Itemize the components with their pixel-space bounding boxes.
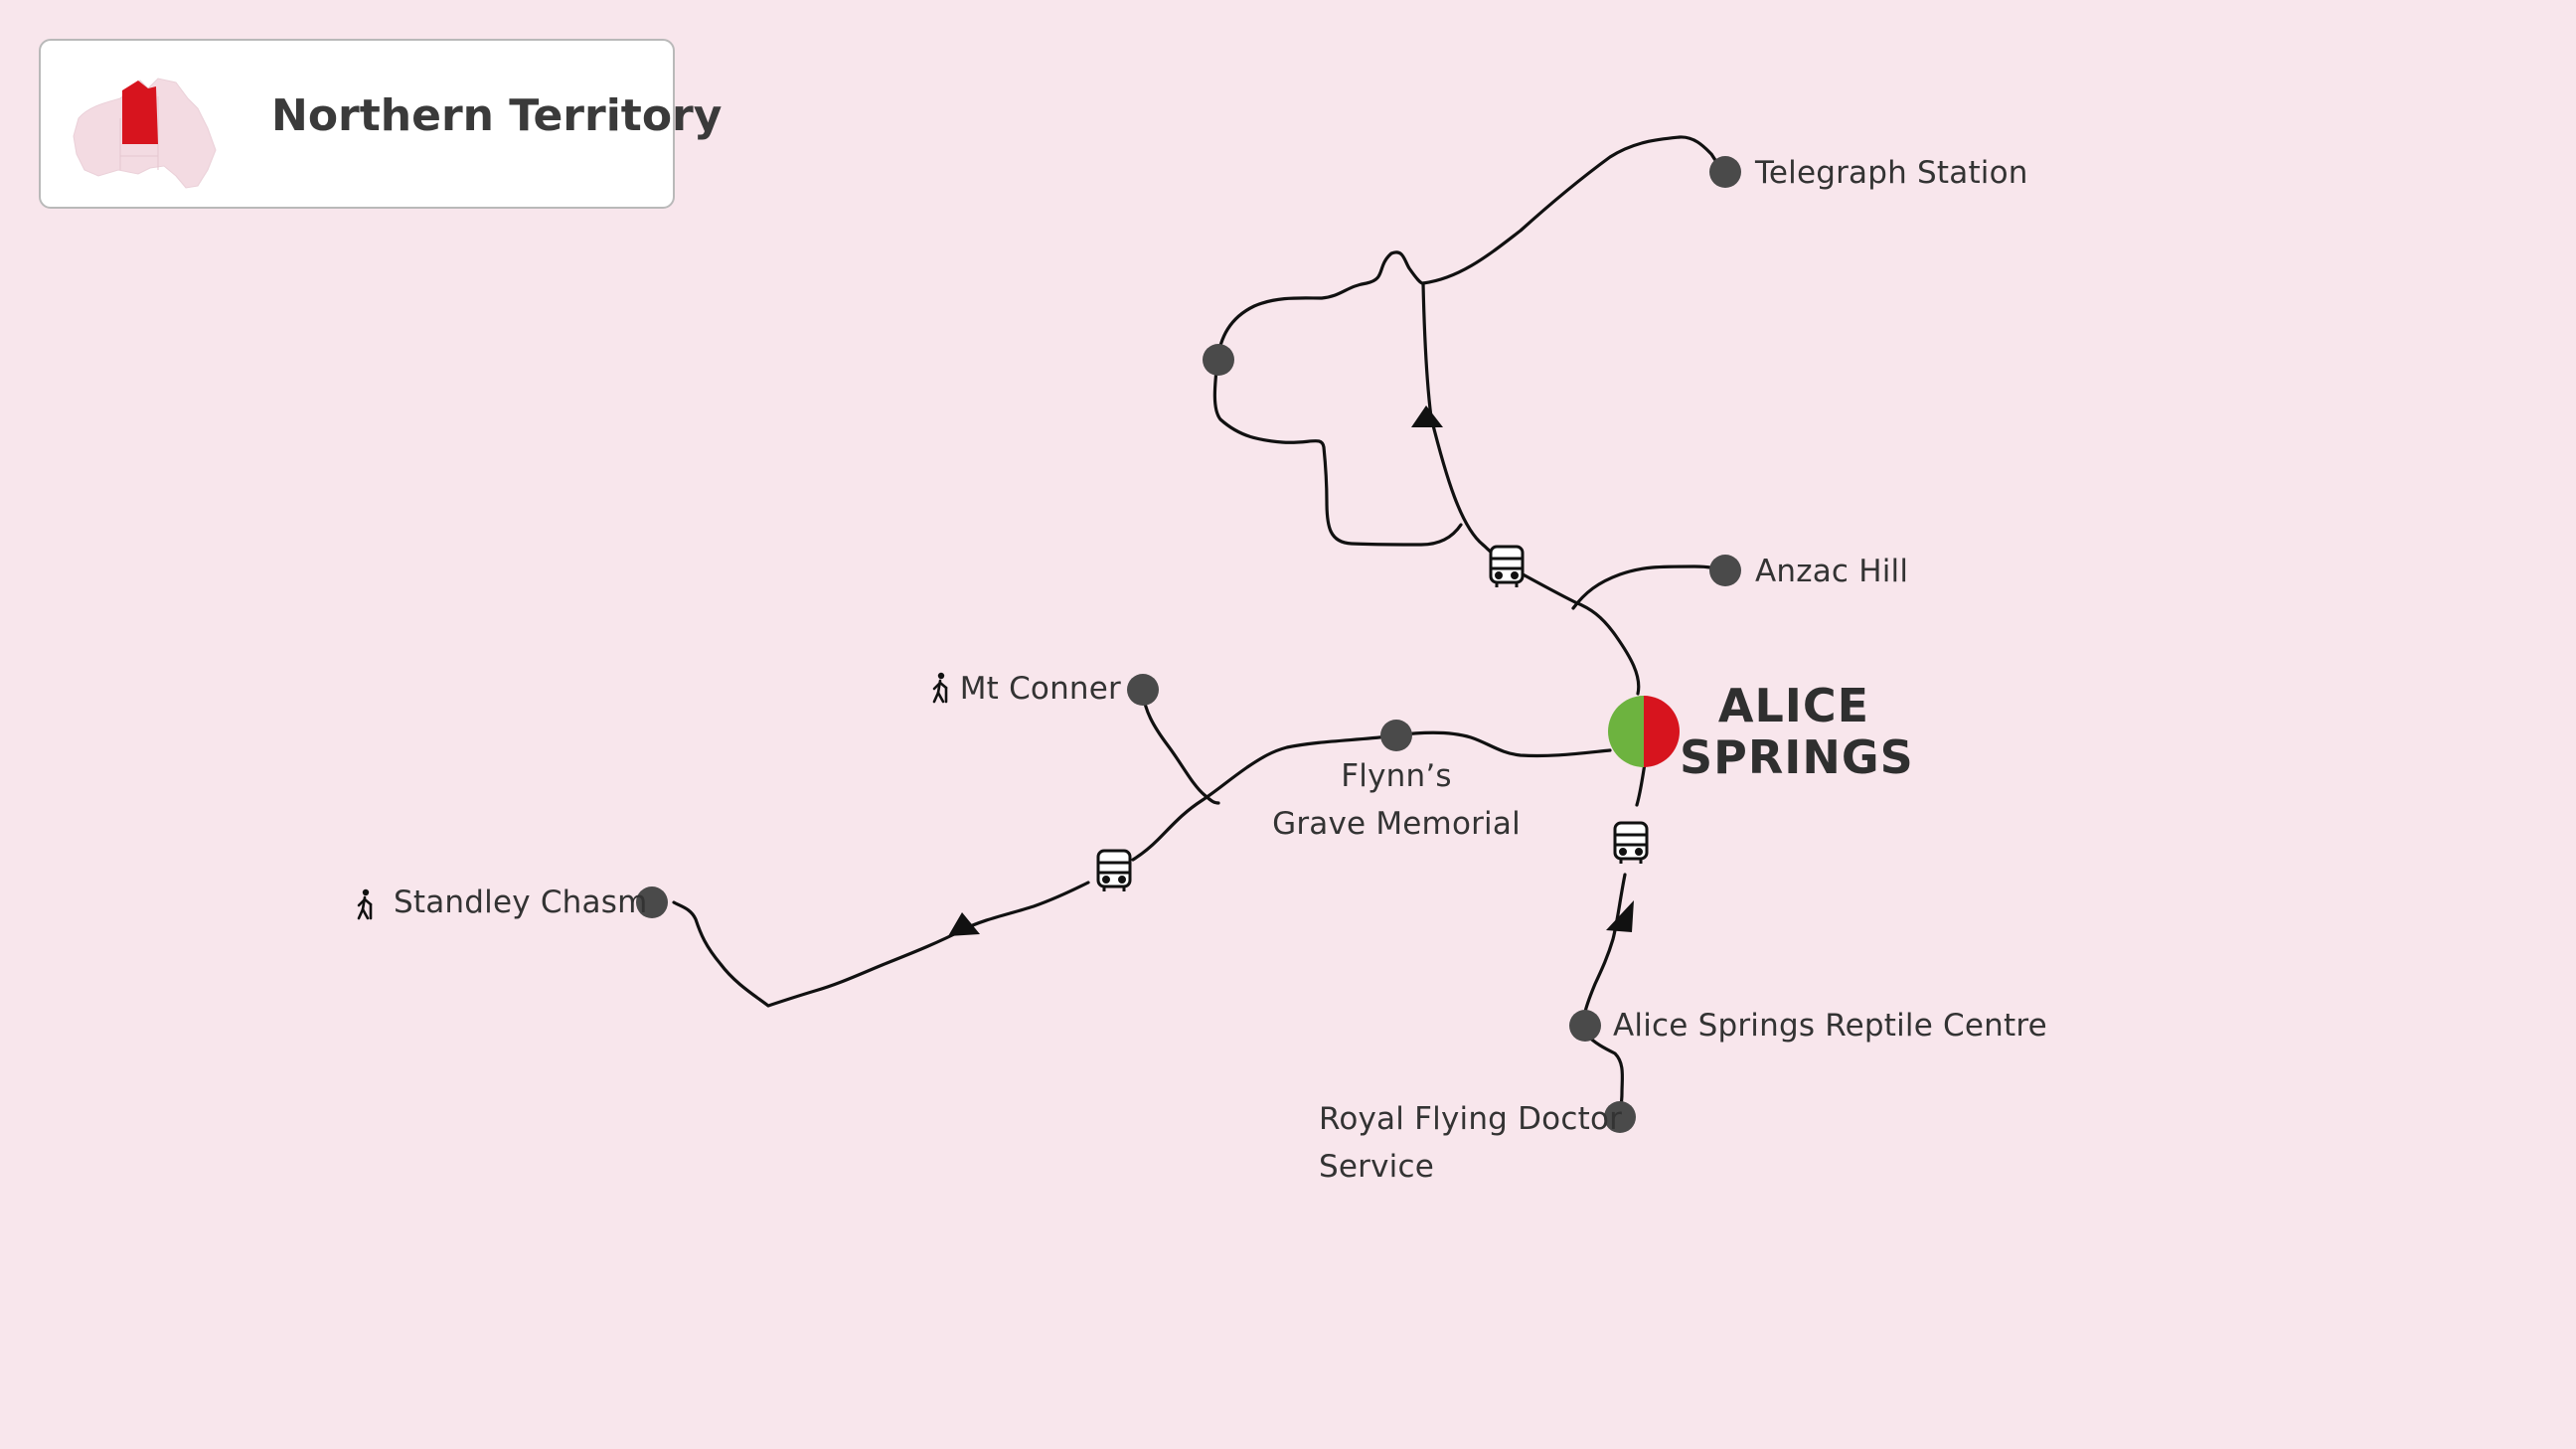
stop-anzac-hill[interactable]	[1709, 555, 1741, 586]
route-south-to-reptile	[1583, 873, 1627, 1014]
bus-icon	[1613, 821, 1649, 864]
alice-springs-hub-icon[interactable]	[1608, 696, 1680, 767]
label-mt-conner: Mt Conner	[959, 671, 1121, 707]
route-north-loop-west	[1212, 250, 1463, 547]
stop-north-loop[interactable]	[1203, 344, 1234, 376]
direction-arrow-icon	[948, 912, 980, 936]
route-standley-chasm	[672, 881, 1090, 1008]
label-flynns-line1: Flynn’s	[1341, 758, 1452, 794]
stop-reptile-centre[interactable]	[1569, 1010, 1601, 1042]
direction-arrow-icon	[1411, 405, 1443, 427]
route-anzac-hill	[1571, 564, 1726, 610]
bus-icon	[1489, 545, 1525, 587]
stop-mt-conner[interactable]	[1127, 674, 1159, 706]
route-west-to-flynns	[1394, 730, 1612, 758]
city-name-alice-springs: ALICE SPRINGS	[1680, 679, 1914, 784]
route-flynns-to-bus	[1131, 733, 1398, 862]
hiking-icon	[357, 888, 373, 920]
route-telegraph	[1421, 135, 1727, 285]
stop-rfds[interactable]	[1604, 1101, 1636, 1133]
australia-map-icon	[73, 78, 217, 189]
label-telegraph-station: Telegraph Station	[1755, 155, 2028, 191]
direction-arrow-icon	[1606, 900, 1634, 932]
bus-icon	[1096, 849, 1132, 891]
city-name-line2: SPRINGS	[1680, 730, 1914, 784]
label-flynns-line2: Grave Memorial	[1272, 806, 1521, 842]
route-south-to-bus	[1635, 761, 1647, 807]
label-anzac-hill: Anzac Hill	[1755, 554, 1909, 589]
region-card: Northern Territory	[39, 39, 722, 209]
route-mt-conner	[1141, 691, 1220, 805]
region-title: Northern Territory	[271, 90, 723, 141]
stop-flynns-grave[interactable]	[1380, 720, 1412, 751]
label-reptile-centre: Alice Springs Reptile Centre	[1613, 1008, 2047, 1044]
label-rfds-line2: Service	[1319, 1149, 1434, 1185]
hiking-icon	[932, 672, 948, 704]
stop-standley-chasm[interactable]	[636, 886, 668, 918]
stop-telegraph-station[interactable]	[1709, 156, 1741, 188]
city-name-line1: ALICE	[1717, 679, 1870, 732]
label-standley-chasm: Standley Chasm	[394, 885, 648, 920]
label-rfds-line1: Royal Flying Doctor	[1319, 1101, 1623, 1137]
